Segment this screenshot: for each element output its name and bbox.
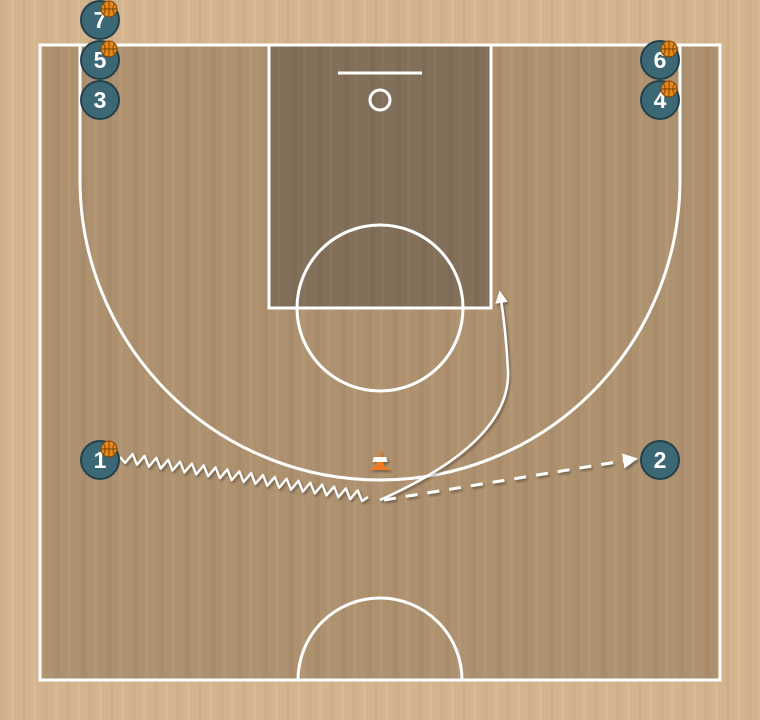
cut-line bbox=[379, 290, 510, 502]
player-token bbox=[80, 80, 120, 120]
player-4[interactable]: 4 bbox=[640, 80, 680, 120]
basketball-icon bbox=[100, 0, 118, 18]
players-layer: 75 3 64 1 2 bbox=[80, 0, 680, 480]
paint-area bbox=[269, 45, 491, 308]
player-token bbox=[640, 440, 680, 480]
three-point-line bbox=[78, 45, 682, 482]
basketball-icon bbox=[660, 80, 678, 98]
player-7[interactable]: 7 bbox=[80, 0, 120, 40]
actions-layer bbox=[119, 290, 638, 503]
free-throw-circle bbox=[295, 223, 465, 393]
basketball-icon bbox=[660, 40, 678, 58]
basketball-icon bbox=[100, 440, 118, 458]
lane-lines bbox=[267, 43, 493, 310]
player-1[interactable]: 1 bbox=[80, 440, 120, 480]
center-circle bbox=[296, 596, 464, 681]
player-3[interactable]: 3 bbox=[80, 80, 120, 120]
player-5[interactable]: 5 bbox=[80, 40, 120, 80]
player-6[interactable]: 6 bbox=[640, 40, 680, 80]
cone-icon bbox=[368, 449, 392, 470]
player-label: 2 bbox=[654, 447, 667, 473]
basketball-icon bbox=[100, 40, 118, 58]
player-2[interactable]: 2 bbox=[640, 440, 680, 480]
dribble-line bbox=[119, 452, 369, 503]
player-label: 3 bbox=[94, 87, 107, 113]
rim bbox=[368, 88, 392, 112]
court-lines bbox=[38, 43, 722, 682]
